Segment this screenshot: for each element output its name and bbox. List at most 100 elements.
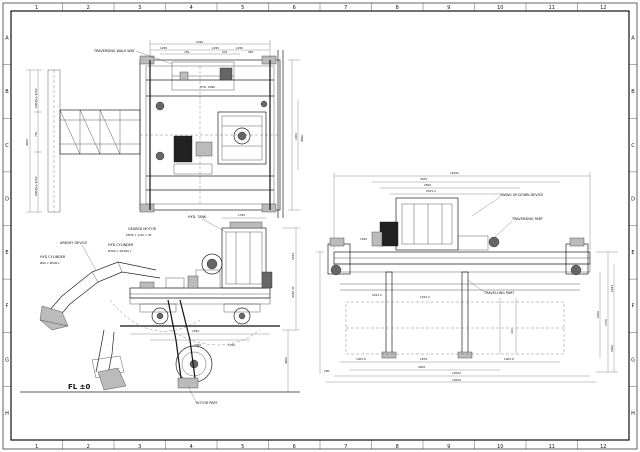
front-dim-c: 2015.2 xyxy=(426,189,436,193)
plan-dim-right-b: 4590 xyxy=(300,135,304,142)
side-hyd-cylinder-2-label: HYD CYLINDER xyxy=(40,255,66,259)
side-dim-right-a: 4240.33 xyxy=(291,286,295,298)
column-label-9-bottom: 9 xyxy=(447,444,450,450)
side-hyd-cylinder-label: HYD CYLINDER xyxy=(108,243,134,247)
column-label-2-bottom: 2 xyxy=(87,444,90,450)
column-label-4-top: 4 xyxy=(190,5,193,11)
row-label-E-left: E xyxy=(5,250,8,256)
front-dim-left-small: 180 xyxy=(324,369,330,373)
plan-dim-top-total: 2290 xyxy=(196,40,203,44)
column-label-10-bottom: 10 xyxy=(497,444,503,450)
front-dim-right-a: 1000 xyxy=(596,311,600,318)
column-label-5-top: 5 xyxy=(241,5,244,11)
plan-dim-top-e: 950 xyxy=(248,50,254,54)
plan-dim-top-f: 970 xyxy=(222,50,228,54)
column-label-8-bottom: 8 xyxy=(396,444,399,450)
plan-view xyxy=(26,40,300,218)
row-label-C-left: C xyxy=(5,143,9,149)
front-dim-lower-b: 1870 xyxy=(420,357,427,361)
side-hyd-cylinder-2-spec: Ø60 × Ø500 L xyxy=(40,260,60,265)
side-dim-base-c: 1350 xyxy=(228,343,235,347)
floor-level-label: FL ±0 xyxy=(68,383,91,391)
column-label-2-top: 2 xyxy=(87,5,90,11)
front-dim-right-c: 1413 xyxy=(610,285,614,292)
row-label-B-left: B xyxy=(5,89,9,95)
column-label-1-top: 1 xyxy=(35,5,38,11)
plan-dim-top-a: 1250 xyxy=(160,46,167,50)
side-hyd-cylinder-spec: Ø100 × Ø1000 L xyxy=(108,248,132,253)
front-dim-right-d: 5000 xyxy=(610,345,614,352)
front-dim-bottom-c: 13000 xyxy=(452,378,461,382)
column-label-4-bottom: 4 xyxy=(190,444,193,450)
plan-dim-top-b: 750 xyxy=(184,50,190,54)
front-dim-right-b: 2700 xyxy=(604,319,608,326)
side-arm-device-label: ARM/HY DEVICE xyxy=(60,241,87,245)
front-dim-d: 1930 xyxy=(360,237,367,241)
side-geared-motor-label: GEARED MOTOR xyxy=(128,227,157,231)
column-label-6-bottom: 6 xyxy=(293,444,296,450)
column-label-3-top: 3 xyxy=(138,5,141,11)
front-dim-a: 3400 xyxy=(420,177,427,181)
row-label-G-left: G xyxy=(5,357,9,363)
plan-hyd-tank-label: HYD. TANK xyxy=(200,85,215,89)
side-hyd-tank-label: HYD. TANK xyxy=(188,215,207,219)
side-dim-top: 1350 xyxy=(238,213,245,217)
column-label-6-top: 6 xyxy=(293,5,296,11)
front-dim-lower-c: 1005.8 xyxy=(504,357,514,361)
plan-dim-top-d: 1250 xyxy=(236,46,243,50)
column-label-8-top: 8 xyxy=(396,5,399,11)
front-traversing-part-label: TRAVERSING PART xyxy=(511,217,544,221)
column-label-12-bottom: 12 xyxy=(600,444,606,450)
column-label-10-top: 10 xyxy=(497,5,503,11)
side-dim-base-b: 2050 xyxy=(194,343,201,347)
row-label-F-left: F xyxy=(6,304,9,310)
row-label-A-left: A xyxy=(5,36,9,42)
row-label-H-left: H xyxy=(5,411,9,417)
front-dim-bottom-b: 12000 xyxy=(452,371,461,375)
front-dim-bottom-a: 4200 xyxy=(418,365,425,369)
side-view xyxy=(20,217,300,393)
row-label-G-right: G xyxy=(631,357,635,363)
front-dim-mid-left: 2015.2 xyxy=(372,293,382,297)
row-label-F-right: F xyxy=(632,304,635,310)
column-label-3-bottom: 3 xyxy=(138,444,141,450)
row-label-B-right: B xyxy=(631,89,635,95)
front-view xyxy=(316,172,618,383)
column-label-12-top: 12 xyxy=(600,5,606,11)
front-dim-mid-a: 1015.2 xyxy=(420,295,430,299)
plan-walkway-label: TRAVERSING WALK WAY xyxy=(93,49,136,53)
plan-dim-right-a: 2000 xyxy=(294,133,298,140)
column-label-11-top: 11 xyxy=(549,5,555,11)
row-label-C-right: C xyxy=(631,143,635,149)
front-dim-center: 220 xyxy=(510,328,514,334)
side-rotor-part-label: ROTOR PART xyxy=(196,401,218,405)
column-label-9-top: 9 xyxy=(447,5,450,11)
front-dim-top: 12500 xyxy=(450,171,459,175)
plan-dim-top-c: 1250 xyxy=(212,46,219,50)
side-dim-right-b: 4600 xyxy=(284,357,288,364)
column-label-5-bottom: 5 xyxy=(241,444,244,450)
front-dim-b: 2500 xyxy=(424,183,431,187)
plan-dim-left-b: 750 xyxy=(34,131,38,137)
plan-dim-left-total: 4000 xyxy=(25,139,29,146)
plan-dim-left-c: AHSDLA 1250 xyxy=(34,176,38,196)
column-label-7-bottom: 7 xyxy=(344,444,347,450)
row-label-A-right: A xyxy=(631,36,635,42)
column-label-7-top: 7 xyxy=(344,5,347,11)
column-label-11-bottom: 11 xyxy=(549,444,555,450)
row-label-D-right: D xyxy=(631,196,635,202)
row-label-D-left: D xyxy=(5,196,9,202)
front-dim-lower-a: 1005.8 xyxy=(356,357,366,361)
side-dim-base-a: 2350 xyxy=(192,329,199,333)
side-dim-right-c: 1413 xyxy=(291,253,295,260)
front-travelling-part-label: TRAVELLING PART xyxy=(483,291,515,295)
row-label-H-right: H xyxy=(631,411,635,417)
side-geared-motor-spec: 60HP × 1/20 × 4P xyxy=(126,233,152,237)
column-label-1-bottom: 1 xyxy=(35,444,38,450)
plan-dim-left-a: AHSDLA 1250 xyxy=(34,88,38,108)
